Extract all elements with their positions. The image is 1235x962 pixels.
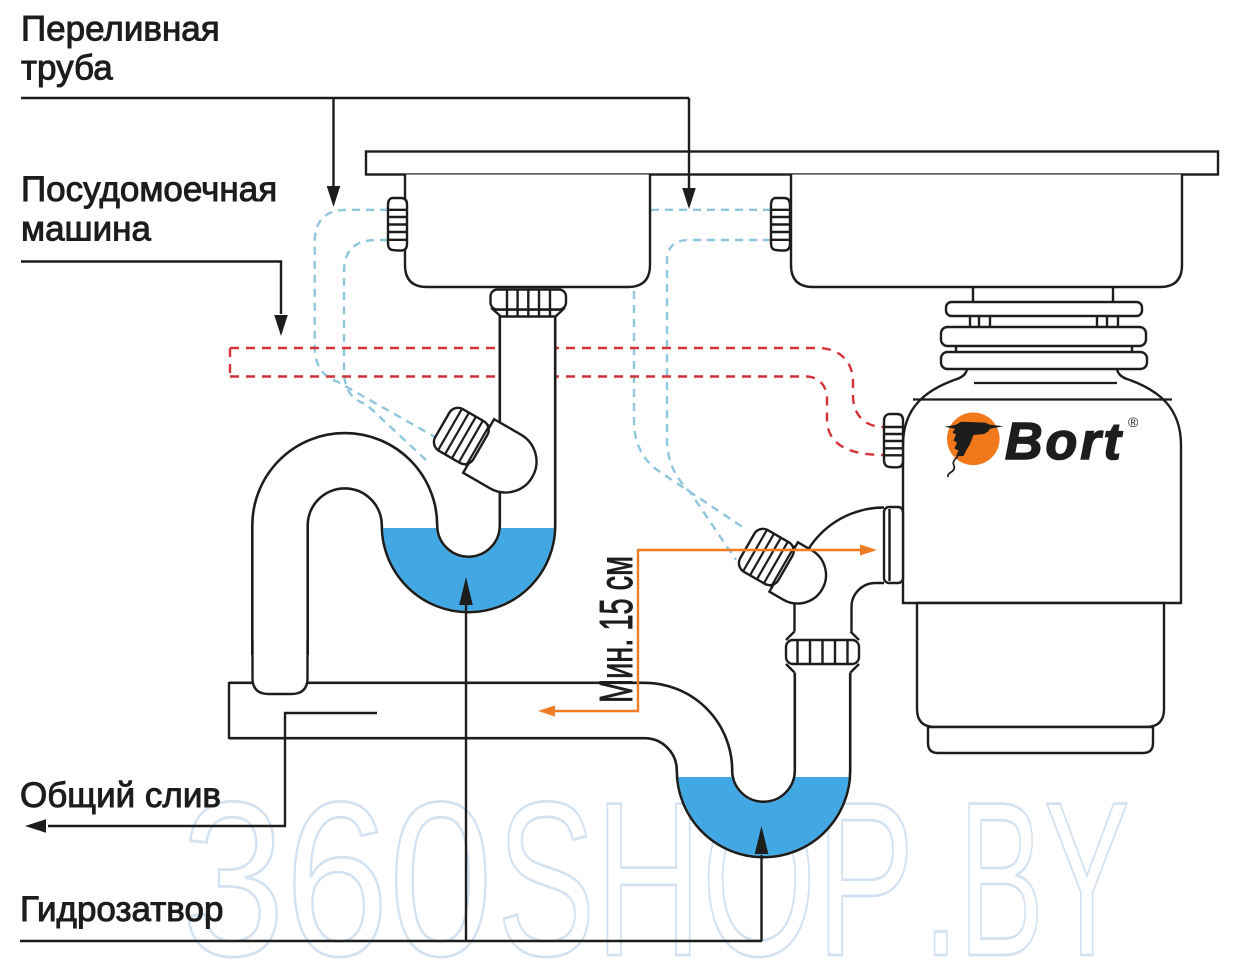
svg-text:Посудомоечная: Посудомоечная [21,170,277,209]
svg-text:.BY: .BY [923,755,1130,962]
svg-text:Bort: Bort [1005,413,1124,471]
svg-text:Мин. 15 см: Мин. 15 см [590,556,642,703]
svg-text:машина: машина [21,210,151,249]
svg-text:Переливная: Переливная [21,10,220,49]
svg-text:360: 360 [181,755,493,962]
svg-text:труба: труба [21,49,113,88]
svg-text:®: ® [1128,414,1139,430]
svg-text:Общий слив: Общий слив [20,776,221,815]
svg-text:Гидрозатвор: Гидрозатвор [20,890,223,929]
